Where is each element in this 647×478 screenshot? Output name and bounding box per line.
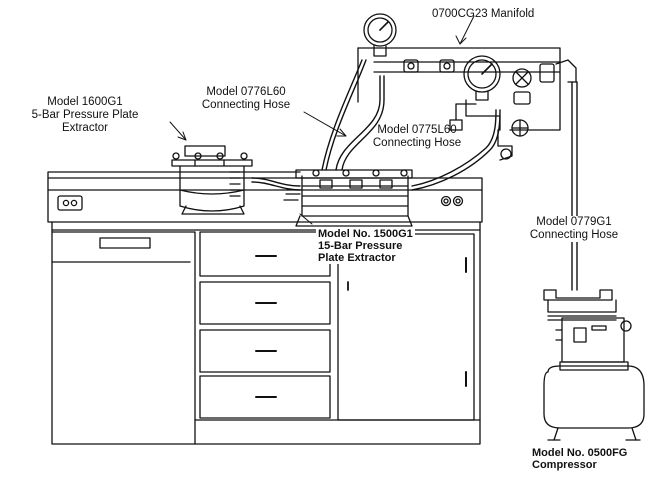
manifold-label: 0700CG23 Manifold [432, 8, 534, 21]
outlet-knob-icon [442, 197, 451, 206]
extractor-15bar-label-line3: Plate Extractor [318, 252, 413, 264]
extractor-5bar-drawing [172, 146, 252, 214]
extractor-5bar-label-line3: Extractor [10, 122, 160, 135]
hose-0776-label: Model 0776L60 Connecting Hose [186, 86, 306, 112]
hose-0779-label-line1: Model 0779G1 [518, 216, 630, 229]
extractor-5bar-label-line1: Model 1600G1 [10, 96, 160, 109]
extractor-15bar-label: Model No. 1500G1 15-Bar Pressure Plate E… [316, 228, 415, 264]
hose-0775-label: Model 0775L60 Connecting Hose [362, 124, 472, 150]
compressor-label-line2: Compressor [532, 459, 627, 471]
extractor-5bar-label-line2: 5-Bar Pressure Plate [10, 109, 160, 122]
hose-0776-label-line2: Connecting Hose [186, 99, 306, 112]
compressor-drawing [544, 290, 644, 440]
drawer-handle-icon [100, 238, 150, 248]
extractor-15bar-label-line2: 15-Bar Pressure [318, 240, 413, 252]
extractor-5bar-label: Model 1600G1 5-Bar Pressure Plate Extrac… [10, 96, 160, 135]
hose-0775-label-line2: Connecting Hose [362, 137, 472, 150]
hose-0776-label-line1: Model 0776L60 [186, 86, 306, 99]
compressor-label-line1: Model No. 0500FG [532, 447, 627, 459]
extractor-15bar-drawing [284, 170, 412, 226]
extractor-15bar-label-line1: Model No. 1500G1 [318, 228, 413, 240]
hose-0775-label-line1: Model 0775L60 [362, 124, 472, 137]
outlet-icon [58, 196, 82, 210]
compressor-label: Model No. 0500FG Compressor [532, 447, 627, 471]
hose-0779-label-line2: Connecting Hose [518, 229, 630, 242]
lab-bench [48, 172, 482, 444]
callout-leaders [170, 16, 474, 224]
hose-0779-label: Model 0779G1 Connecting Hose [518, 216, 630, 242]
